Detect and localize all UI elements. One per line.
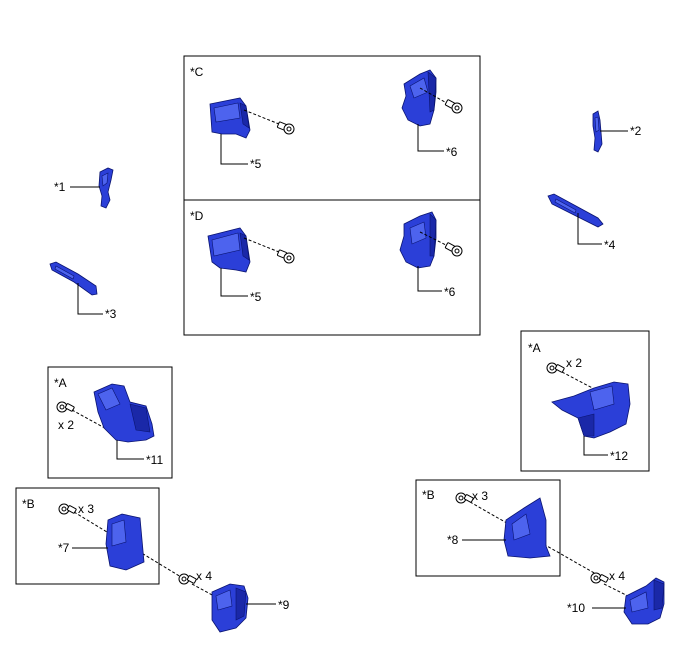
part-1-bracket [98,167,114,209]
leader-6-c [417,124,444,152]
part-10-bracket [623,577,665,625]
qty-b-left-top: x 3 [78,502,94,516]
leader-6-d [417,266,442,292]
qty-a-left: x 2 [58,418,74,432]
dash-d-right [419,231,453,249]
part-5-cover-d [207,227,251,273]
box-b-left [15,487,160,585]
qty-b-right-bottom: x 4 [609,569,625,583]
callout-7: *7 [58,541,70,555]
part-8-mudguard [503,497,551,559]
dash-d-left [243,237,285,255]
bolt-b-left-bottom-icon [178,573,197,585]
callout-5-d: *5 [250,290,262,304]
box-b-left-label: *B [22,497,35,511]
dash-c-left [243,109,285,127]
bolt-b-right-bottom-icon [590,572,609,584]
callout-1: *1 [54,180,66,194]
box-b-right [415,479,561,577]
box-a-left [47,366,173,479]
box-d [183,199,481,336]
part-11-fender-liner [93,383,155,443]
box-a-left-label: *A [54,376,67,390]
dash-a-left [71,409,113,433]
part-5-cover-c [209,97,251,139]
bolt-a-right-icon [546,362,565,374]
qty-b-left-bottom: x 4 [196,569,212,583]
part-9-bracket [211,583,249,633]
part-12-fender-liner [551,381,631,439]
qty-a-right: x 2 [566,356,582,370]
bolt-c-left-icon [276,121,295,135]
callout-3: *3 [105,307,117,321]
part-2-bracket [592,110,603,153]
bolt-b-right-top-icon [455,492,474,504]
leader-12 [583,436,608,456]
callout-8: *8 [447,533,459,547]
part-7-mudguard [105,513,145,571]
callout-11: *11 [146,453,163,467]
box-d-label: *D [190,209,204,223]
callout-6-d: *6 [444,285,456,299]
qty-b-right-top: x 3 [472,489,488,503]
callout-6-c: *6 [446,145,458,159]
leader-3 [77,283,103,315]
bolt-b-left-top-icon [58,503,77,515]
callout-5-c: *5 [250,157,262,171]
bolt-d-left-icon [276,249,295,264]
leader-11 [116,440,144,460]
dash-b-right-lower [603,583,629,597]
leader-5-c [220,134,248,165]
callout-2: *2 [630,124,642,138]
callout-12: *12 [610,449,628,463]
dash-b-left-lower [191,583,215,597]
box-b-right-label: *B [422,488,435,502]
part-6-panel-d [399,211,437,269]
box-a-right-label: *A [528,341,541,355]
callout-10: *10 [567,601,585,615]
part-6-panel-c [401,69,437,127]
bolt-a-left-icon [56,401,75,413]
leader-5-d [220,268,248,297]
part-4-rail [547,193,604,228]
leader-4 [577,213,602,245]
bolt-c-right-icon [444,99,463,114]
bolt-d-right-icon [444,242,463,257]
callout-9: *9 [278,598,290,612]
box-a-right [520,330,650,472]
part-3-rail [49,261,98,296]
callout-4: *4 [604,238,616,252]
box-c-label: *C [190,65,204,79]
